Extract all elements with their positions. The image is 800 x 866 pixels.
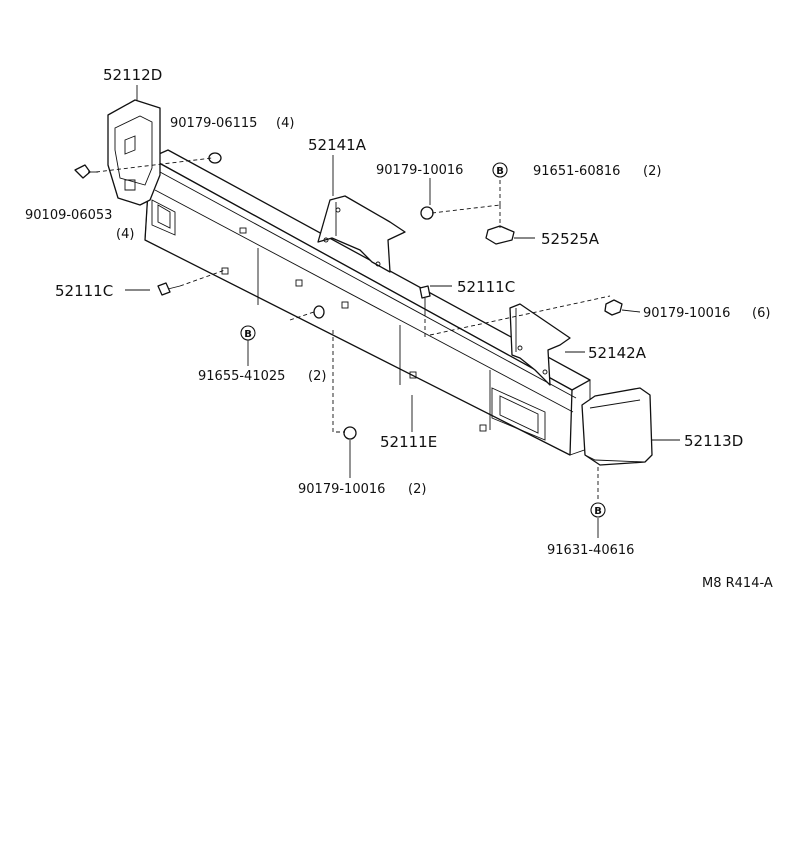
label-90179-10016-bottom: 90179-10016 bbox=[298, 482, 385, 497]
bumper-reinforcement-52111E bbox=[144, 149, 591, 456]
leader-lines bbox=[125, 85, 680, 538]
label-91631-40616: 91631-40616 bbox=[547, 543, 634, 558]
label-90109-06053-qty: (4) bbox=[116, 227, 134, 242]
label-90179-10016-top: 90179-10016 bbox=[376, 163, 463, 178]
label-90179-06115: 90179-06115 bbox=[170, 116, 257, 131]
label-91651-60816-qty: (2) bbox=[643, 164, 661, 179]
label-91651-60816: 91651-60816 bbox=[533, 164, 620, 179]
label-52525A: 52525A bbox=[541, 230, 600, 248]
label-90179-10016-bottom-qty: (2) bbox=[408, 482, 426, 497]
bracket-52141A bbox=[317, 195, 406, 273]
label-90109-06053: 90109-06053 bbox=[25, 208, 112, 223]
assembly-lines bbox=[95, 157, 611, 500]
b-marker-left-text: B bbox=[244, 329, 252, 340]
label-52111C-left: 52111C bbox=[55, 282, 113, 300]
label-91655-41025-qty: (2) bbox=[308, 369, 326, 384]
b-marker-left: B bbox=[240, 325, 256, 341]
label-52113D: 52113D bbox=[684, 432, 743, 450]
fasteners bbox=[74, 152, 623, 440]
label-90179-10016-right: 90179-10016 bbox=[643, 306, 730, 321]
end-cap-52113D bbox=[581, 387, 653, 466]
label-90179-10016-right-qty: (6) bbox=[752, 306, 770, 321]
label-90179-06115-qty: (4) bbox=[276, 116, 294, 131]
b-marker-bottom: B bbox=[590, 502, 606, 518]
b-marker-bottom-text: B bbox=[594, 506, 602, 517]
diagram-code: M8 R414-A bbox=[702, 576, 773, 591]
label-52111C-right: 52111C bbox=[457, 278, 515, 296]
bracket-52142A bbox=[509, 303, 571, 386]
b-marker-top-text: B bbox=[496, 166, 504, 177]
label-52111E: 52111E bbox=[380, 433, 437, 451]
end-cap-52112D bbox=[107, 99, 161, 206]
label-52112D: 52112D bbox=[103, 66, 162, 84]
b-marker-top: B bbox=[492, 162, 508, 178]
label-91655-41025: 91655-41025 bbox=[198, 369, 285, 384]
label-52141A: 52141A bbox=[308, 136, 367, 154]
label-52142A: 52142A bbox=[588, 344, 647, 362]
clip-52525A bbox=[485, 225, 515, 245]
